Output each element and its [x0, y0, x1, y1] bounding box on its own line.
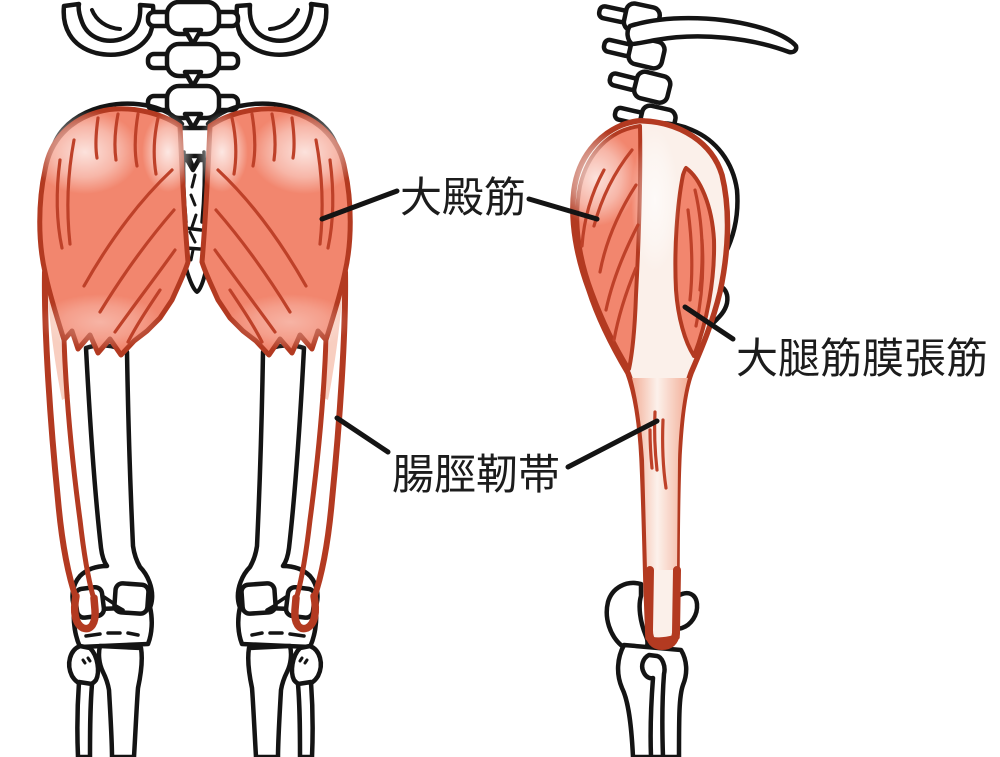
vertebra	[148, 2, 238, 44]
vertebra	[148, 44, 238, 86]
rib-right-icon	[237, 4, 327, 55]
leader-itband-left	[334, 415, 391, 455]
posterior-view	[30, 2, 360, 757]
annotations: 大殿筋 大腿筋膜張筋 腸脛靭帯	[319, 173, 988, 499]
leader-tfl	[682, 304, 736, 342]
rib-left-icon	[64, 4, 154, 55]
lateral-view	[554, 0, 799, 757]
label-tensor-fasciae-latae: 大腿筋膜張筋	[736, 334, 988, 383]
iliotibial-band-insertion	[645, 566, 681, 650]
leader-gluteus-left	[319, 188, 400, 222]
rib-lateral-icon	[625, 15, 799, 55]
vertebra	[607, 64, 672, 105]
lateral-muscles	[554, 118, 731, 650]
knee-bones-lateral	[604, 580, 700, 757]
label-gluteus-maximus: 大殿筋	[400, 173, 526, 222]
label-iliotibial-band: 腸脛靭帯	[392, 450, 560, 499]
leader-gluteus-right	[526, 196, 600, 222]
posterior-muscles	[30, 109, 360, 629]
leader-itband-right	[565, 418, 660, 470]
